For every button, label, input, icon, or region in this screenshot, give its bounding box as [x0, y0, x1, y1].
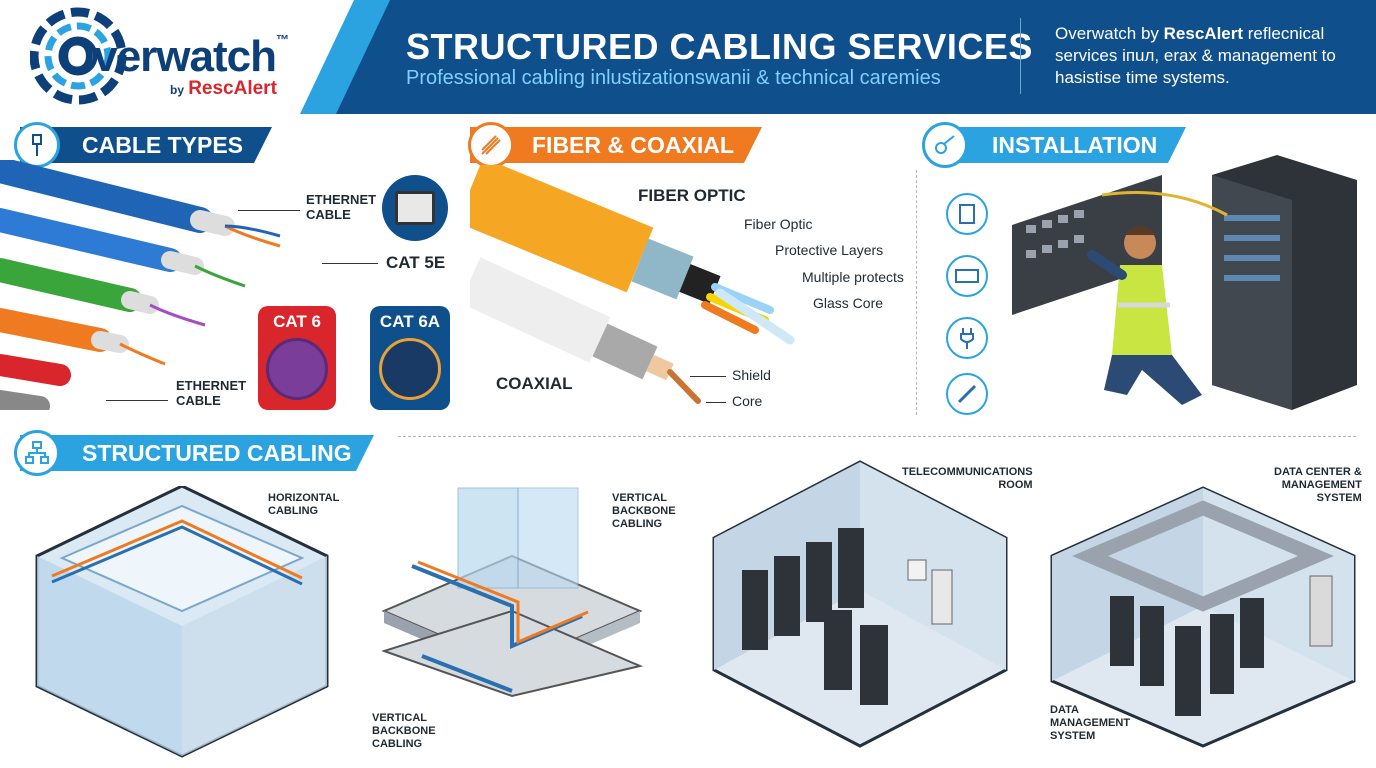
label-core: Core [732, 393, 763, 409]
section-title-installation: INSTALLATION [992, 131, 1158, 158]
installation-tools-icon [922, 122, 968, 168]
label-multiple-protects: Multiple protects [802, 269, 904, 285]
leader-line [322, 263, 378, 264]
vertical-backbone-illustration [382, 487, 644, 698]
label-protective-layers: Protective Layers [775, 242, 884, 258]
label-data-management-system: DATA MANAGEMENT SYSTEM [1050, 704, 1130, 743]
label-line: DATA [1050, 704, 1079, 716]
cat6-card: CAT 6 [258, 306, 336, 410]
patch-panel-icon [946, 255, 988, 297]
section-title-structured-cabling: STRUCTURED CABLING [82, 439, 352, 466]
label-cat6: CAT 6 [273, 312, 321, 331]
label-line: TELECOMMUNICATIONS [902, 466, 1033, 478]
label-ethernet-cable-top: ETHERNET CABLE [306, 192, 376, 222]
fiber-icon [468, 122, 514, 168]
label-shield: Shield [732, 367, 771, 383]
leader-line [106, 400, 168, 401]
label-cat5e: CAT 5E [386, 253, 446, 272]
label-line: ROOM [998, 479, 1033, 491]
label-line: CABLE [176, 393, 221, 408]
logo-brand: RescAlert [188, 78, 277, 99]
crimp-tool-icon [946, 373, 988, 415]
label-line: SYSTEM [1316, 492, 1362, 504]
page-subtitle: Professional cabling inlustizationswanii… [406, 67, 941, 89]
header-description: Overwatch by RescAlert reflecnical servi… [1055, 23, 1365, 89]
header-divider [1020, 18, 1021, 94]
section-title-cable-types: CABLE TYPES [82, 131, 244, 158]
label-glass-core: Glass Core [813, 295, 884, 311]
label-line: ETHERNET [176, 378, 247, 393]
horizontal-cabling-room-illustration [35, 486, 329, 758]
desc-rest: reflecnical services iпuл, erax & manage… [1055, 24, 1336, 87]
logo-word: Overwatch [60, 32, 277, 81]
logo-byline: by RescAlert [170, 78, 277, 100]
label-coaxial-heading: COAXIAL [496, 374, 573, 393]
label-fiber-optic-heading: FIBER OPTIC [638, 186, 746, 205]
network-cable-icon [14, 122, 60, 168]
label-cat6a: CAT 6A [379, 312, 441, 331]
label-line: SYSTEM [1050, 730, 1096, 742]
label-line: HORIZONTAL [268, 492, 340, 504]
section-divider [398, 436, 1356, 437]
label-line: BACKBONE [612, 505, 676, 517]
page-title: STRUCTURED CABLING SERVICES [406, 26, 1033, 67]
label-line: CABLING [372, 738, 423, 750]
twisted-pair-cables-illustration [0, 160, 281, 410]
desc-prefix: Overwatch by [1055, 24, 1164, 43]
hierarchy-icon [14, 430, 60, 476]
cat6a-card: CAT 6A [370, 306, 450, 410]
section-divider [916, 170, 917, 415]
label-ethernet-cable-bottom: ETHERNET CABLE [176, 378, 246, 408]
data-center-illustration [1050, 486, 1356, 748]
label-line: VERTICAL [372, 712, 427, 724]
desc-brand: RescAlert [1163, 24, 1244, 43]
leader-line [238, 210, 300, 211]
label-vertical-backbone-top: VERTICAL BACKBONE CABLING [612, 492, 676, 531]
label-telecom-room: TELECOMMUNICATIONS ROOM [902, 466, 1033, 492]
logo-wordmark: Overwatch™ [60, 32, 289, 82]
section-banner-cable-types: CABLE TYPES [20, 127, 272, 163]
label-line: MANAGEMENT [1050, 717, 1131, 729]
logo-tm: ™ [275, 32, 289, 47]
label-line: CABLE [306, 207, 351, 222]
label-line: DATA CENTER & [1274, 466, 1362, 478]
rj45-jack-icon [382, 175, 448, 241]
label-fiber-optic: Fiber Optic [744, 216, 813, 232]
label-line: ETHERNET [306, 192, 377, 207]
label-line: CABLING [612, 518, 663, 530]
cat6-cross-section-icon [266, 338, 328, 400]
label-horizontal-cabling: HORIZONTAL CABLING [268, 492, 339, 518]
section-banner-structured-cabling: STRUCTURED CABLING [20, 435, 374, 471]
telecommunications-room-illustration [712, 460, 1008, 748]
label-line: VERTICAL [612, 492, 667, 504]
section-banner-installation: INSTALLATION [930, 127, 1186, 163]
section-banner-fiber-coaxial: FIBER & COAXIAL [470, 127, 762, 163]
section-title-fiber-coaxial: FIBER & COAXIAL [532, 131, 734, 158]
label-line: BACKBONE [372, 725, 436, 737]
label-line: CABLING [268, 505, 319, 517]
label-vertical-backbone-bottom: VERTICAL BACKBONE CABLING [372, 712, 436, 751]
label-line: MANAGEMENT [1281, 479, 1362, 491]
document-icon [946, 193, 988, 235]
leader-line [706, 402, 726, 403]
logo-mark-icon [29, 6, 130, 106]
logo-by: by [170, 83, 185, 97]
cat6a-cross-section-icon [379, 338, 441, 400]
fiber-coaxial-illustration [470, 165, 795, 404]
technician-installing-patch-panel-illustration [1012, 155, 1357, 410]
leader-line [690, 376, 726, 377]
label-data-center: DATA CENTER & MANAGEMENT SYSTEM [1274, 466, 1362, 505]
plug-icon [946, 317, 988, 359]
